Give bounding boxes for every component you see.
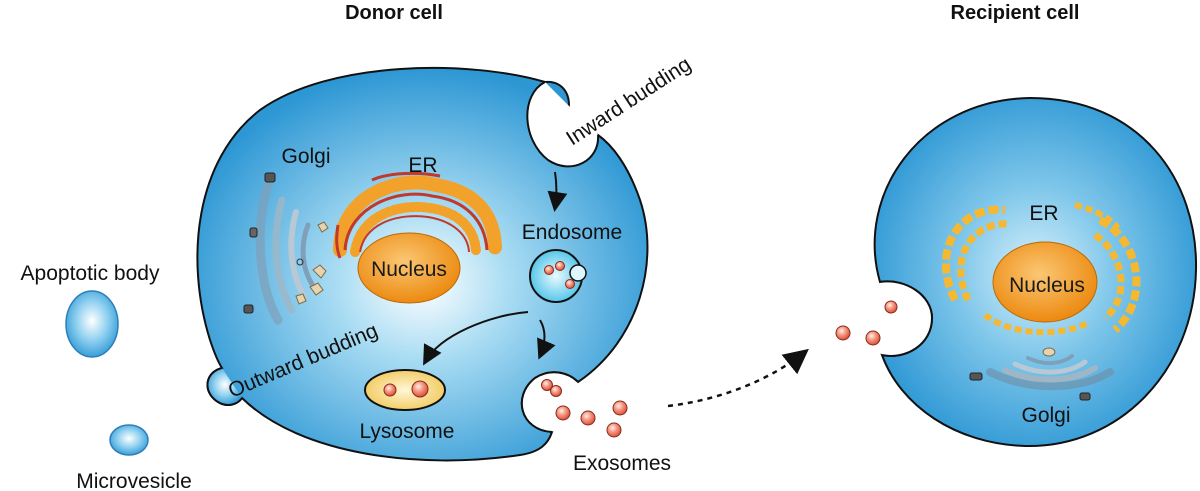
nucleus-recipient [992,241,1098,323]
er-donor [333,171,502,259]
label-er-recipient: ER [1029,202,1058,225]
label-lysosome: Lysosome [360,420,455,443]
label-exosomes: Exosomes [573,452,671,475]
label-nucleus-donor: Nucleus [371,258,447,281]
exosome-in-notch [541,379,553,391]
outward-budding-bulge [206,367,243,406]
apoptotic-body [65,290,119,358]
er-recipient [941,202,1141,336]
arrow-endosome-to-lysosome [423,311,529,366]
title-donor-cell: Donor cell [345,2,443,24]
endosome [529,249,587,303]
arrow-exosome-transfer [667,348,809,408]
label-endosome: Endosome [522,221,622,244]
label-microvesicle: Microvesicle [76,470,192,491]
title-recipient-cell: Recipient cell [951,2,1080,24]
nucleus-donor [357,232,461,304]
golgi-donor [243,172,329,325]
label-inward-budding: Inward budding [562,53,695,151]
label-er-donor: ER [408,154,437,177]
label-nucleus-recipient: Nucleus [1009,274,1085,297]
inward-budding-notch [526,81,600,168]
recipient-uptake-notch [879,280,934,357]
exosome-release-notch [520,371,579,433]
donor-cell [196,66,649,462]
arrow-inward-to-endosome [547,171,568,212]
microvesicle [109,424,149,456]
label-golgi-donor: Golgi [281,145,330,168]
exosome-in-notch [550,385,562,397]
lysosome [364,369,446,411]
label-golgi-recipient: Golgi [1021,404,1070,427]
recipient-cell [873,96,1198,448]
golgi-recipient [969,347,1114,401]
released-exosomes [555,400,628,438]
label-apoptotic-body: Apoptotic body [21,262,160,285]
exosome-being-taken-up [884,300,898,314]
arrow-endosome-to-exosome [537,319,556,360]
